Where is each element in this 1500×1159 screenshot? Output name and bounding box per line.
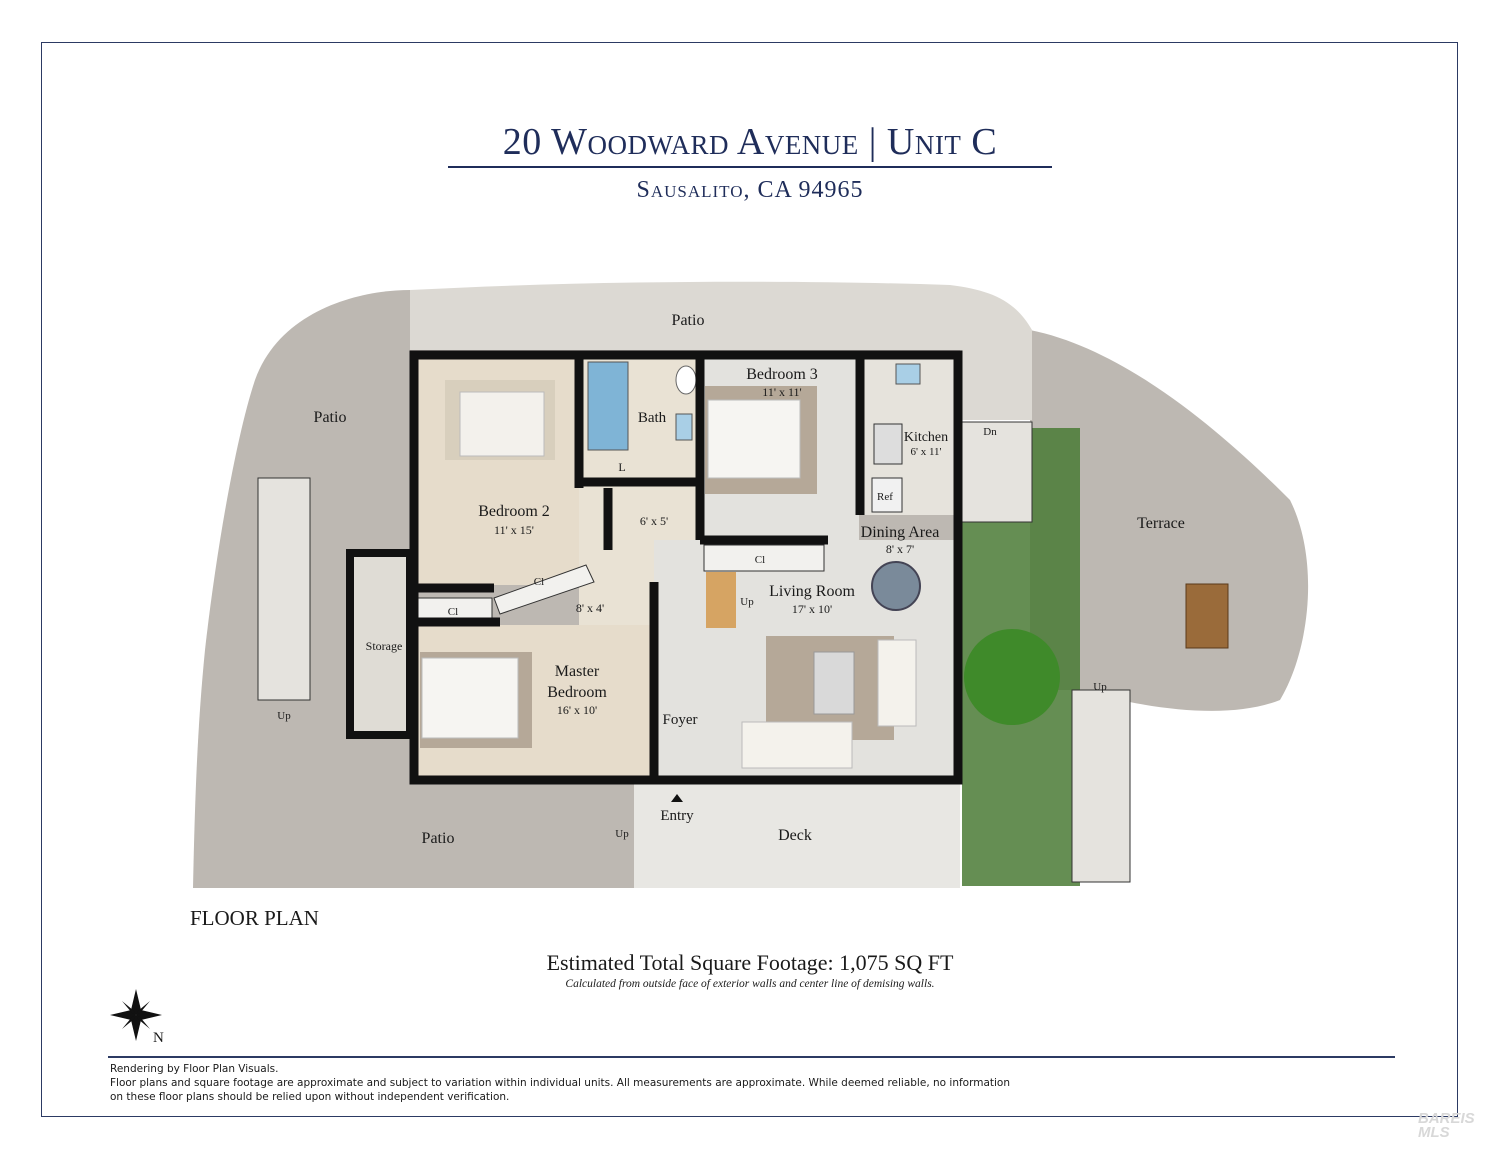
entry-arrow-icon bbox=[671, 794, 683, 802]
closet-bedroom3 bbox=[703, 544, 825, 572]
label-terrace: Terrace bbox=[1137, 515, 1185, 532]
label-bedroom3: Bedroom 3 bbox=[746, 366, 818, 383]
dim-kitchen: 6' x 11' bbox=[910, 446, 941, 458]
watermark-line: MLS bbox=[1418, 1124, 1450, 1141]
mls-watermark: BAREIS MLS bbox=[1418, 1110, 1475, 1141]
footer-disclaimer: Rendering by Floor Plan Visuals. Floor p… bbox=[110, 1062, 1010, 1104]
right-stairs bbox=[1071, 689, 1131, 883]
shower bbox=[587, 361, 629, 451]
upper-stairs bbox=[961, 421, 1033, 523]
interior-stair bbox=[706, 572, 736, 628]
terrace-area bbox=[1030, 330, 1309, 711]
terrace-table bbox=[1185, 583, 1229, 649]
stove bbox=[873, 423, 903, 465]
compass-north-label: N bbox=[153, 1030, 164, 1046]
label-up-left: Up bbox=[277, 710, 291, 722]
page-subtitle: Sausalito, CA 94965 bbox=[636, 177, 864, 203]
dim-master: 16' x 10' bbox=[557, 703, 597, 717]
square-footage: Estimated Total Square Footage: 1,075 SQ… bbox=[546, 950, 954, 975]
closet-hall bbox=[493, 564, 595, 615]
footer-line: on these floor plans should be relied up… bbox=[110, 1091, 510, 1103]
label-up-right: Up bbox=[1093, 681, 1107, 693]
label-patio-left: Patio bbox=[314, 409, 347, 426]
label-bath: Bath bbox=[638, 410, 667, 426]
sofa bbox=[741, 721, 853, 769]
label-closet-1: Cl bbox=[755, 554, 765, 566]
armchair bbox=[877, 639, 917, 727]
label-bath-l: L bbox=[618, 460, 625, 474]
square-footage-note: Calculated from outside face of exterior… bbox=[565, 978, 935, 990]
kitchen-sink bbox=[895, 363, 921, 385]
label-ref: Ref bbox=[877, 491, 893, 503]
label-kitchen: Kitchen bbox=[904, 430, 948, 445]
label-living: Living Room bbox=[769, 583, 855, 600]
label-foyer: Foyer bbox=[663, 712, 698, 728]
label-up-deck: Up bbox=[615, 828, 629, 840]
label-closet-3: Cl bbox=[534, 576, 544, 588]
footer-line: Rendering by Floor Plan Visuals. bbox=[110, 1063, 279, 1075]
watermark-line: BAREIS bbox=[1418, 1110, 1475, 1127]
title-rule bbox=[448, 166, 1052, 168]
label-patio-top: Patio bbox=[672, 312, 705, 329]
label-entry: Entry bbox=[660, 808, 694, 824]
label-closet-dim: 8' x 4' bbox=[576, 601, 604, 615]
label-up-interior: Up bbox=[740, 596, 754, 608]
bed-bedroom3 bbox=[707, 399, 801, 479]
compass-rose-icon bbox=[110, 989, 162, 1041]
footer-rule bbox=[108, 1056, 1395, 1058]
dim-bedroom3: 11' x 11' bbox=[762, 385, 801, 399]
walls bbox=[409, 350, 963, 785]
dining-table bbox=[871, 561, 921, 611]
label-master-1: Master bbox=[555, 663, 600, 680]
floor-plan-title: FLOOR PLAN bbox=[190, 906, 319, 930]
label-hall-dim: 6' x 5' bbox=[640, 514, 668, 528]
dim-bedroom2: 11' x 15' bbox=[494, 523, 534, 537]
label-dn: Dn bbox=[983, 426, 997, 438]
deck-area bbox=[634, 782, 960, 888]
coffee-table bbox=[813, 651, 855, 715]
dim-living: 17' x 10' bbox=[792, 602, 832, 616]
footer-line: Floor plans and square footage are appro… bbox=[110, 1077, 1011, 1089]
tree bbox=[964, 629, 1060, 725]
bed-bedroom2 bbox=[459, 391, 545, 457]
label-patio-bottom: Patio bbox=[422, 830, 455, 847]
left-stairs bbox=[257, 477, 311, 701]
label-deck: Deck bbox=[778, 827, 812, 844]
label-bedroom2: Bedroom 2 bbox=[478, 503, 550, 520]
page-frame bbox=[41, 42, 1458, 1117]
label-storage: Storage bbox=[366, 639, 403, 653]
label-closet-2: Cl bbox=[448, 606, 458, 618]
bath-sink bbox=[675, 413, 693, 441]
refrigerator bbox=[871, 477, 903, 513]
label-dining: Dining Area bbox=[861, 524, 940, 541]
label-master-2: Bedroom bbox=[547, 684, 607, 701]
toilet bbox=[675, 365, 697, 395]
bed-master bbox=[421, 657, 519, 739]
page-title: 20 Woodward Avenue | Unit C bbox=[502, 121, 998, 163]
patio-top-area bbox=[410, 281, 1032, 420]
dim-dining: 8' x 7' bbox=[886, 542, 914, 556]
